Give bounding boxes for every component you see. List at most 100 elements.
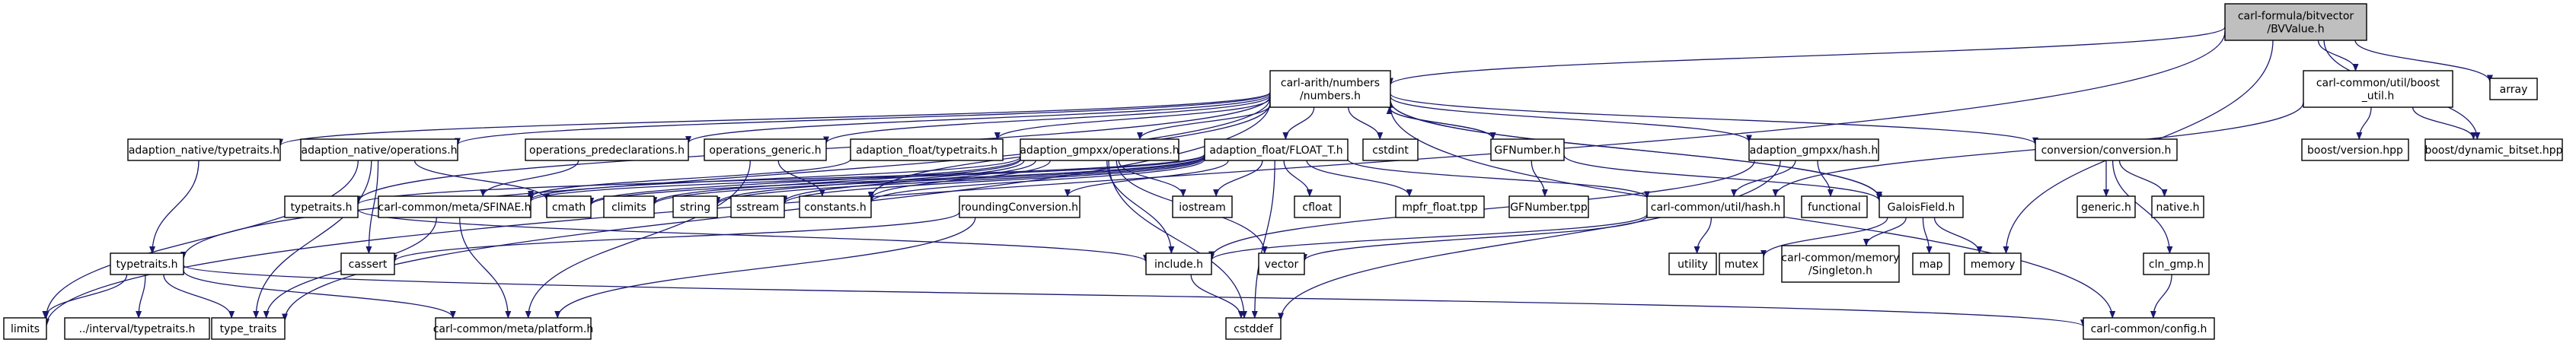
- node-box: [603, 195, 655, 218]
- edge-roundconv-to-platform: [554, 217, 976, 319]
- node-bv[interactable]: carl-formula/bitvector/BVValue.h: [2224, 3, 2367, 41]
- node-generic[interactable]: generic.h: [2076, 195, 2136, 218]
- node-label: iostream: [1179, 202, 1226, 214]
- node-clngmp[interactable]: cln_gmp.h: [2143, 252, 2210, 275]
- node-label: GFNumber.h: [1494, 144, 1560, 157]
- node-box: [704, 138, 827, 161]
- edge-op_generic-to-platform: [525, 160, 751, 319]
- node-string: string: [672, 195, 718, 218]
- node-op_generic[interactable]: operations_generic.h: [704, 138, 827, 161]
- edge-clngmp-to-config: [2150, 274, 2172, 319]
- edge-utilhash-to-include: [1208, 214, 1648, 262]
- node-box: [1879, 195, 1964, 218]
- node-typetraits_h[interactable]: typetraits.h: [284, 195, 359, 218]
- node-include[interactable]: include.h: [1145, 252, 1212, 275]
- node-label: cfloat: [1302, 202, 1333, 214]
- node-label: adaption_float/FLOAT_T.h: [1209, 144, 1342, 157]
- node-label: cmath: [552, 202, 586, 214]
- node-mutex: mutex: [1719, 252, 1764, 275]
- edge-numbers-to-op_predecl: [685, 94, 1271, 144]
- node-gfnumber[interactable]: GFNumber.h: [1490, 138, 1565, 161]
- node-box: [1145, 252, 1212, 275]
- edge-af_floatt-to-iostream: [1213, 160, 1263, 197]
- node-label: vector: [1265, 259, 1299, 271]
- node-an_operations[interactable]: adaption_native/operations.h: [300, 138, 458, 161]
- node-roundconv[interactable]: roundingConversion.h: [959, 195, 1081, 218]
- node-gfnumbertpp[interactable]: GFNumber.tpp: [1508, 195, 1589, 218]
- node-mpfrfloat[interactable]: mpfr_float.tpp: [1395, 195, 1485, 218]
- node-box: [2151, 195, 2204, 218]
- node-label: /Singleton.h: [1808, 265, 1872, 278]
- node-dynbitset: boost/dynamic_bitset.hpp: [2424, 138, 2563, 161]
- edge-an_operations-to-cmath: [413, 160, 550, 202]
- edge-typetraits2-to-intervaltt: [136, 274, 146, 319]
- node-box: [2424, 138, 2563, 161]
- node-label: constants.h: [804, 202, 866, 214]
- edge-gfnumber-to-gfnumbertpp: [1531, 160, 1548, 197]
- edge-gfnumber-to-galoisfield: [1563, 154, 1882, 202]
- edge-ag_hash-to-functional: [1817, 160, 1834, 197]
- node-af_typetraits[interactable]: adaption_float/typetraits.h: [850, 138, 1004, 161]
- node-numbers[interactable]: carl-arith/numbers/numbers.h: [1269, 70, 1391, 108]
- node-label: limits: [11, 323, 40, 335]
- edge-af_floatt-to-typetraits_h: [355, 154, 1205, 206]
- node-label: carl-common/config.h: [2091, 323, 2207, 335]
- edge-numbers-to-af_typetraits: [994, 97, 1271, 140]
- node-label: carl-arith/numbers: [1281, 78, 1380, 90]
- edge-galoisfield-to-memory: [1933, 217, 1983, 254]
- edge-galoisfield-to-map: [1922, 217, 1933, 254]
- node-label: cassert: [349, 259, 388, 271]
- node-label: carl-common/memory: [1781, 252, 1899, 265]
- node-label: type_traits: [220, 323, 277, 335]
- node-typetraits2[interactable]: typetraits.h: [110, 252, 184, 275]
- node-config[interactable]: carl-common/config.h: [2083, 317, 2215, 340]
- edge-roundconv-to-cassert: [391, 211, 960, 262]
- edge-typetraits_h-to-include: [357, 208, 1149, 263]
- node-conversion[interactable]: conversion/conversion.h: [2035, 138, 2178, 161]
- edge-include-to-cstddef: [1190, 274, 1244, 319]
- node-intervaltt[interactable]: ../interval/typetraits.h: [64, 317, 210, 340]
- edge-boostutil-to-dynbitset: [2412, 106, 2477, 140]
- node-galoisfield[interactable]: GaloisField.h: [1879, 195, 1964, 218]
- node-box: [1781, 245, 1900, 283]
- node-box: [1748, 138, 1879, 161]
- node-constants[interactable]: constants.h: [799, 195, 872, 218]
- edge-typetraits2-to-limits: [42, 274, 128, 319]
- node-label: memory: [1971, 259, 2016, 271]
- node-platform[interactable]: carl-common/meta/platform.h: [433, 317, 594, 340]
- node-label: roundingConversion.h: [961, 202, 1078, 214]
- node-op_predecl[interactable]: operations_predeclarations.h: [525, 138, 689, 161]
- node-label: adaption_float/typetraits.h: [856, 144, 998, 157]
- edge-af_floatt-to-utilhash: [1347, 158, 1650, 199]
- node-box: [1719, 252, 1764, 275]
- node-label: typetraits.h: [290, 202, 352, 214]
- node-climits: climits: [603, 195, 655, 218]
- node-sstream: sstream: [730, 195, 785, 218]
- node-memory: memory: [1964, 252, 2022, 275]
- node-ag_operations[interactable]: adaption_gmpxx/operations.h: [1020, 138, 1179, 161]
- node-utilhash[interactable]: carl-common/util/hash.h: [1646, 195, 1785, 218]
- node-singleton[interactable]: carl-common/memory/Singleton.h: [1781, 245, 1900, 283]
- node-sfinae[interactable]: carl-common/meta/SFINAE.h: [378, 195, 531, 218]
- node-label: generic.h: [2081, 202, 2131, 214]
- edge-op_predecl-to-sfinae: [480, 160, 579, 197]
- node-box: [435, 317, 592, 340]
- node-type_traits: type_traits: [211, 317, 286, 340]
- node-box: [1258, 252, 1305, 275]
- node-label: adaption_gmpxx/hash.h: [1750, 144, 1878, 157]
- edge-af_floatt-to-sfinae: [528, 154, 1205, 202]
- node-ag_hash[interactable]: adaption_gmpxx/hash.h: [1748, 138, 1879, 161]
- node-an_typetraits[interactable]: adaption_native/typetraits.h: [127, 138, 281, 161]
- node-boostutil[interactable]: carl-common/util/boost_util.h: [2303, 70, 2453, 108]
- node-iostream: iostream: [1172, 195, 1233, 218]
- edge-utilhash-to-vector: [1301, 215, 1648, 262]
- node-label: adaption_native/operations.h: [301, 144, 457, 157]
- node-box: [2301, 138, 2409, 161]
- edge-galoisfield-to-mutex: [1760, 217, 1888, 258]
- node-box: [127, 138, 281, 161]
- node-box: [1172, 195, 1233, 218]
- node-af_floatt[interactable]: adaption_float/FLOAT_T.h: [1204, 138, 1349, 161]
- node-box: [2224, 3, 2367, 41]
- node-native[interactable]: native.h: [2151, 195, 2204, 218]
- node-label: adaption_gmpxx/operations.h: [1020, 144, 1179, 157]
